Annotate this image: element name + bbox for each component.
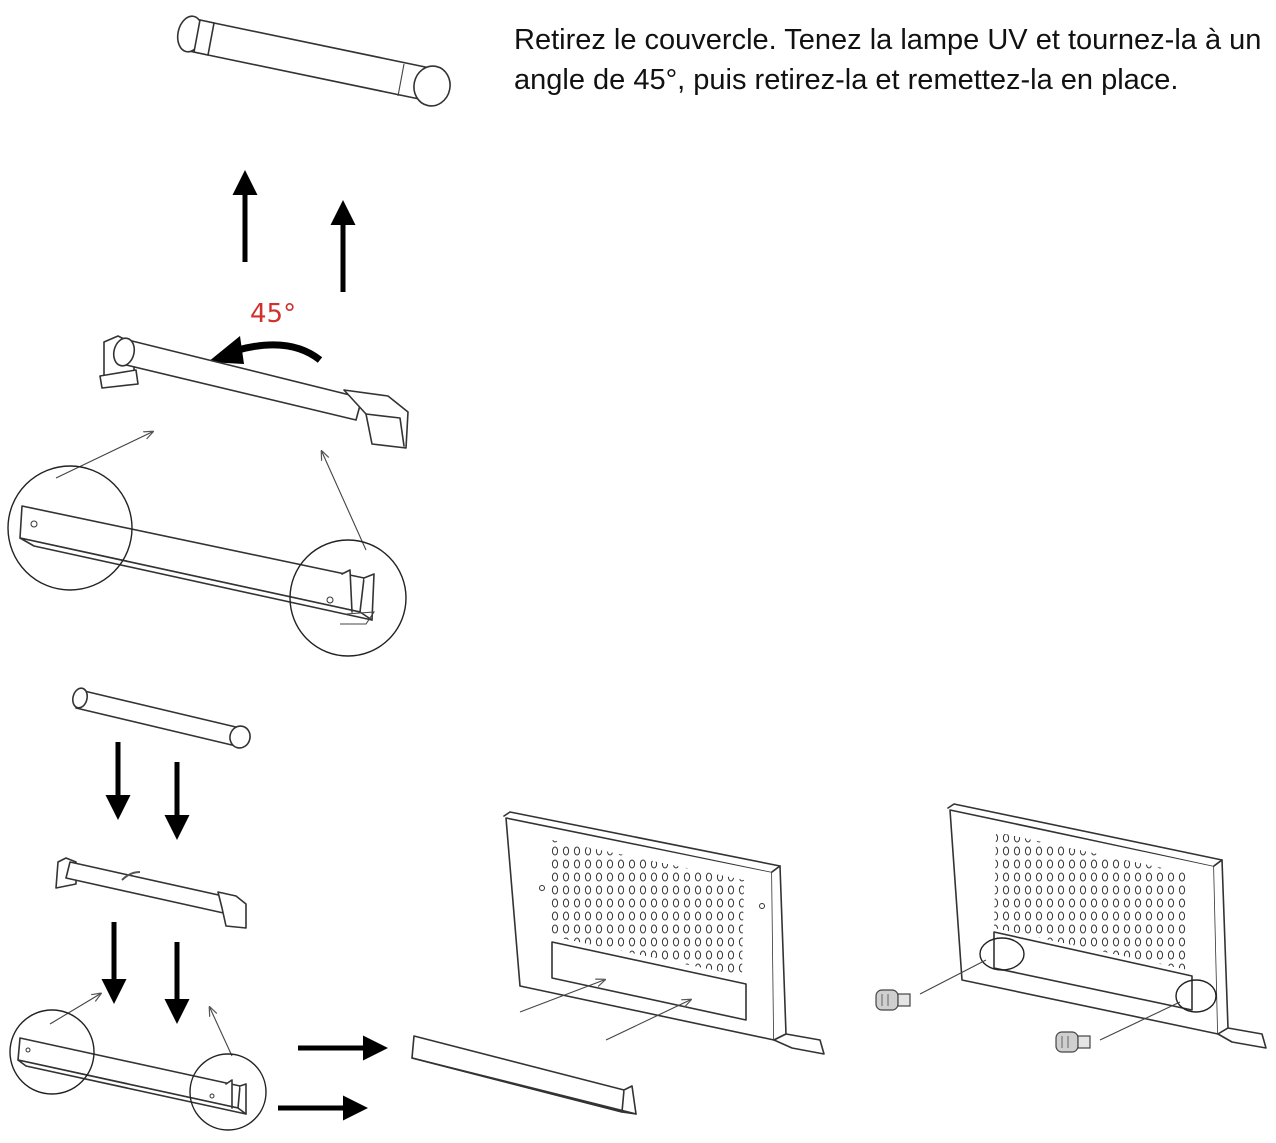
screw-icon (875, 989, 911, 1011)
uv-lamp-new (71, 687, 251, 749)
detail-circle-left (7, 465, 133, 591)
lamp-cover-channel (19, 505, 376, 625)
curved-rotate-arrow-icon (208, 336, 323, 364)
detail-circle-small-right (189, 1053, 267, 1131)
uv-lamp-removed (176, 15, 451, 107)
screw-detail-left (979, 937, 1025, 971)
detail-circle-right (289, 539, 407, 657)
instruction-text: Retirez le couvercle. Tenez la lampe UV … (514, 24, 1262, 96)
lamp-cover-channel-small (17, 1037, 247, 1115)
detail-circle-small-left (9, 1009, 95, 1095)
screw-detail-right (1175, 979, 1217, 1013)
uv-lamp-in-holders (99, 335, 409, 449)
angle-label: 45° (250, 299, 296, 329)
screw-icon (1055, 1031, 1091, 1053)
perforated-panel (503, 811, 825, 1055)
perforated-panel-assembled (947, 803, 1267, 1049)
cover-strip (411, 1035, 637, 1115)
uv-lamp-in-holders-small (55, 857, 247, 929)
